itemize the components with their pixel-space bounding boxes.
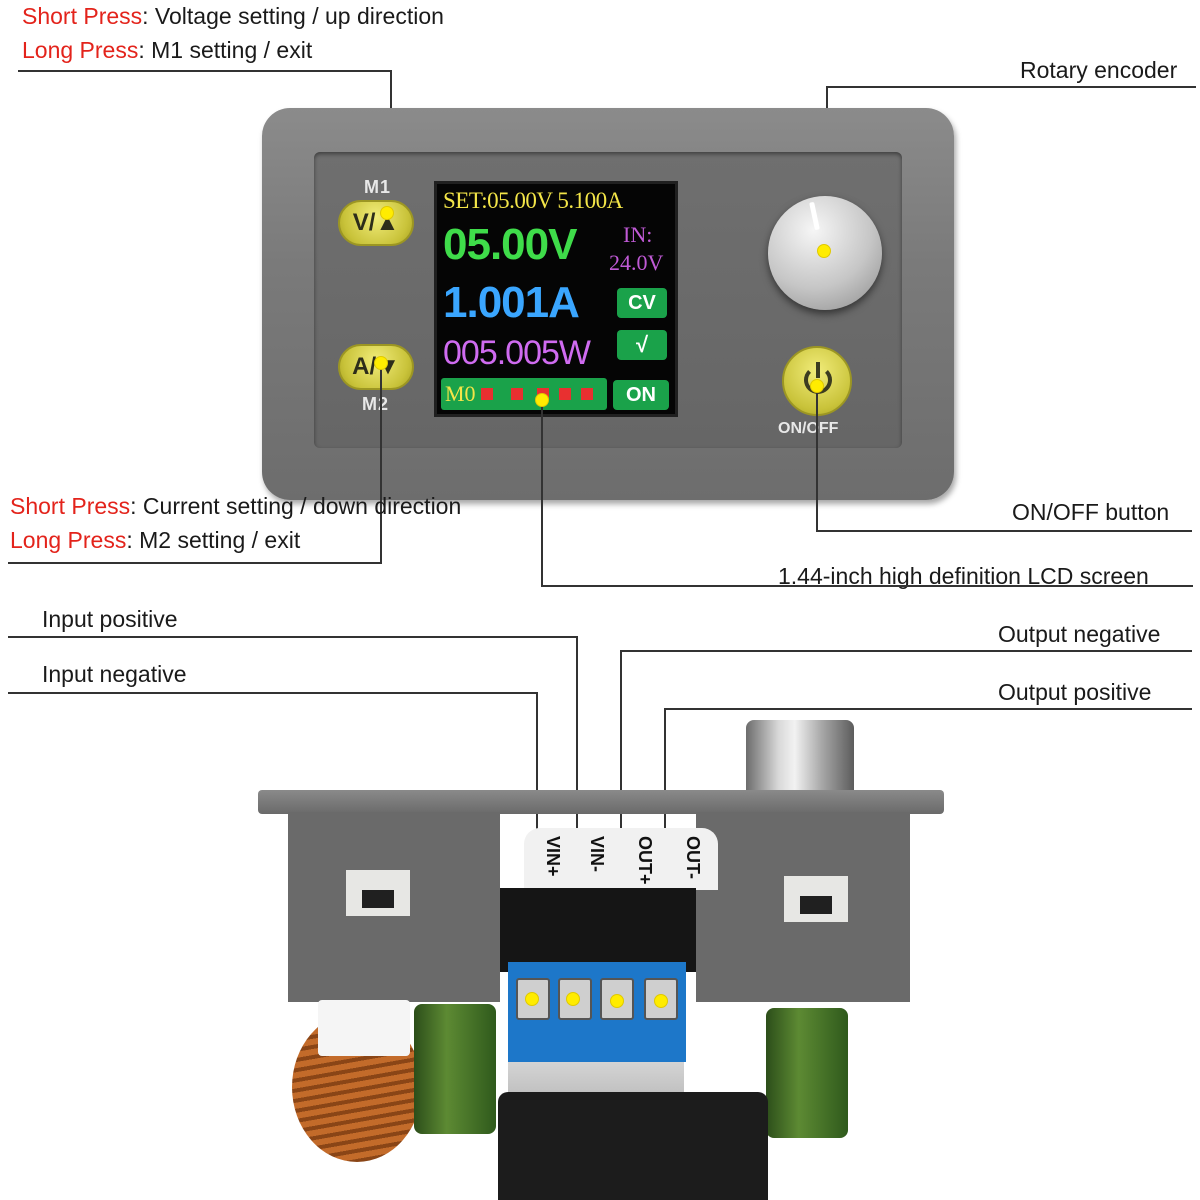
m1-short-press-annotation: Short Press: Voltage setting / up direct… bbox=[22, 3, 444, 29]
lcd-status-badge: √ bbox=[617, 330, 667, 360]
cooling-fan bbox=[498, 1092, 768, 1200]
memory-indicator bbox=[481, 388, 493, 400]
capacitor-right bbox=[766, 1008, 848, 1138]
memory-indicator bbox=[511, 388, 523, 400]
input-positive-marker-dot bbox=[566, 992, 580, 1006]
lcd-output-badge: ON bbox=[613, 380, 669, 410]
vin-plus-label: VIN+ bbox=[543, 836, 563, 877]
lcd-power: 005.005W bbox=[443, 334, 591, 372]
input-positive-leader-line bbox=[8, 636, 578, 638]
m2-long-press-annotation: Long Press: M2 setting / exit bbox=[10, 527, 301, 553]
rear-case-top bbox=[258, 790, 944, 814]
rotary-leader-line bbox=[826, 86, 1196, 88]
lcd-input-voltage: 24.0V bbox=[609, 250, 664, 275]
rotary-encoder-annotation: Rotary encoder bbox=[1020, 57, 1178, 83]
output-positive-marker-dot bbox=[654, 994, 668, 1008]
m1-voltage-button[interactable]: V/▲ bbox=[338, 200, 414, 246]
terminal-label-strip: VIN+ VIN- OUT+ OUT- bbox=[524, 828, 718, 890]
wire-connector bbox=[318, 1000, 410, 1056]
lcd-leader-drop bbox=[541, 400, 543, 586]
lcd-leader-line bbox=[541, 585, 1193, 587]
output-positive-leader-line bbox=[664, 708, 1192, 710]
onoff-leader-line bbox=[816, 530, 1192, 532]
input-negative-leader-line bbox=[8, 692, 538, 694]
lcd-voltage: 05.00V bbox=[443, 220, 577, 269]
power-button-caption: ON/OFF bbox=[778, 420, 839, 437]
m2-short-press-annotation: Short Press: Current setting / down dire… bbox=[10, 493, 462, 519]
circuit-board bbox=[500, 888, 696, 972]
output-negative-annotation: Output negative bbox=[998, 621, 1161, 647]
input-positive-leader-drop bbox=[576, 636, 578, 996]
memory-indicator bbox=[559, 388, 571, 400]
lcd-memory-slot: M0 bbox=[445, 381, 476, 406]
lcd-set-line: SET:05.00V 5.100A bbox=[443, 188, 623, 213]
input-negative-annotation: Input negative bbox=[42, 661, 187, 687]
m2-leader-drop bbox=[380, 362, 382, 562]
lcd-screen: SET:05.00V 5.100A 05.00V 1.001A 005.005W… bbox=[434, 181, 678, 417]
output-negative-leader-drop bbox=[620, 650, 622, 996]
lcd-mode-badge: CV bbox=[617, 288, 667, 318]
output-positive-annotation: Output positive bbox=[998, 679, 1152, 705]
output-negative-leader-line bbox=[620, 650, 1192, 652]
onoff-button-annotation: ON/OFF button bbox=[1012, 499, 1170, 525]
out-minus-label: OUT- bbox=[683, 836, 703, 879]
vin-minus-label: VIN- bbox=[587, 836, 607, 872]
onoff-leader-drop bbox=[816, 386, 818, 530]
out-plus-label: OUT+ bbox=[635, 836, 655, 885]
m1-marker-dot bbox=[380, 206, 394, 220]
lcd-marker-dot bbox=[535, 393, 549, 407]
mounting-clip-right bbox=[784, 876, 848, 922]
input-positive-annotation: Input positive bbox=[42, 606, 178, 632]
m1-key-caption: M1 bbox=[364, 177, 392, 197]
memory-indicator bbox=[581, 388, 593, 400]
lcd-current: 1.001A bbox=[443, 278, 580, 327]
lcd-memory-bar: M0 bbox=[441, 378, 607, 410]
m2-marker-dot bbox=[374, 356, 388, 370]
m1-leader-line bbox=[18, 70, 392, 72]
input-negative-marker-dot bbox=[525, 992, 539, 1006]
m1-long-press-annotation: Long Press: M1 setting / exit bbox=[22, 37, 313, 63]
mounting-clip-left bbox=[346, 870, 410, 916]
m2-key-caption: M2 bbox=[362, 394, 390, 414]
output-negative-marker-dot bbox=[610, 994, 624, 1008]
capacitor-left bbox=[414, 1004, 496, 1134]
lcd-input-label: IN: bbox=[623, 222, 653, 247]
onoff-marker-dot bbox=[810, 379, 824, 393]
rotary-marker-dot bbox=[817, 244, 831, 258]
lcd-annotation: 1.44-inch high definition LCD screen bbox=[778, 563, 1149, 589]
m2-leader-line bbox=[8, 562, 382, 564]
